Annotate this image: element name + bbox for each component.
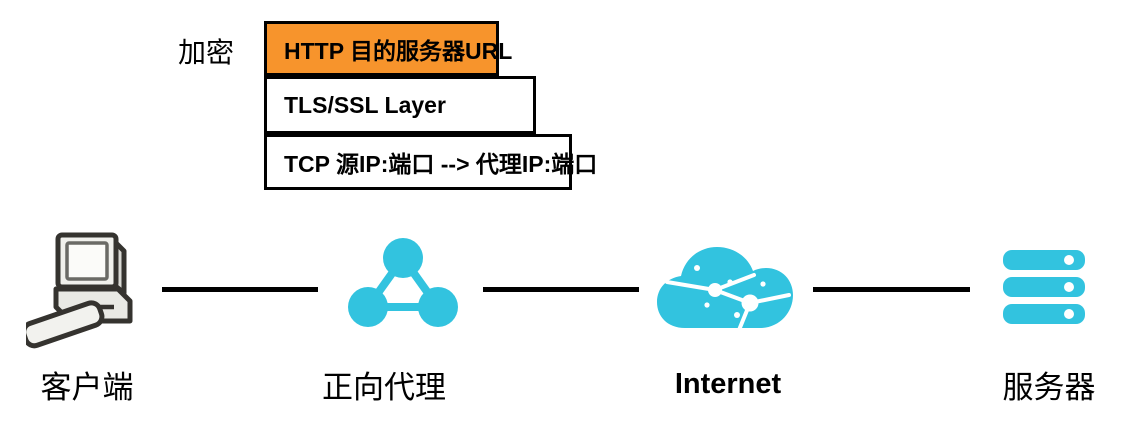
stack-box-http-layer: HTTP 目的服务器URL — [264, 21, 512, 76]
stack-box-tcp-layer: TCP 源IP:端口 --> 代理IP:端口 — [264, 134, 597, 190]
encryption-label: 加密 — [178, 38, 235, 69]
connector-line-internet-server — [813, 287, 970, 292]
connector-line-client-proxy — [162, 287, 318, 292]
stack-box-tls-layer: TLS/SSL Layer — [264, 76, 536, 134]
cloud-network-icon — [657, 247, 793, 332]
http-layer-label: HTTP 目的服务器URL — [284, 37, 513, 64]
node-label-server: 服务器 — [1002, 369, 1096, 405]
network-nodes-icon — [348, 238, 458, 327]
tls-layer-label: TLS/SSL Layer — [284, 91, 446, 118]
connector-line-proxy-internet — [483, 287, 639, 292]
server-stack-icon — [1003, 250, 1085, 324]
node-label-forward-proxy: 正向代理 — [322, 369, 446, 405]
desktop-computer-icon — [26, 232, 133, 349]
tcp-layer-label: TCP 源IP:端口 --> 代理IP:端口 — [284, 151, 598, 177]
node-label-client: 客户端 — [40, 369, 134, 405]
node-label-internet: Internet — [674, 367, 782, 400]
